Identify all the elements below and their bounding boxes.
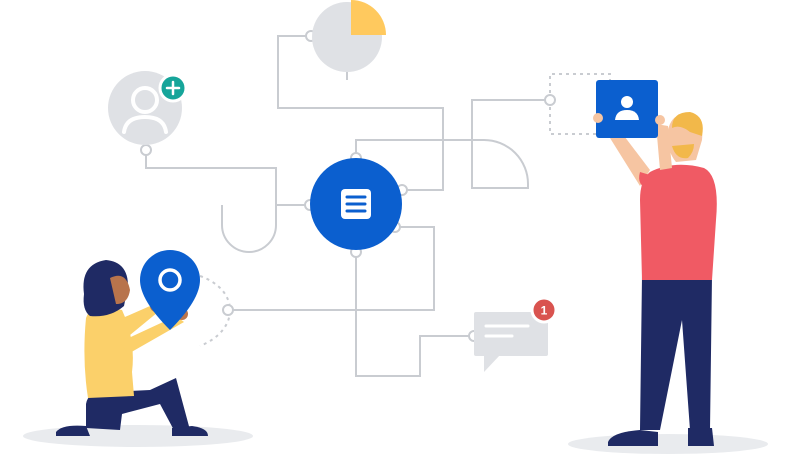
dotted-connectors [199, 73, 611, 347]
pie-chart-icon [312, 0, 386, 72]
connector-lines [145, 35, 550, 377]
plus-icon [158, 73, 188, 103]
man-ground-shadow [568, 434, 768, 454]
man-figure [600, 112, 717, 446]
document-icon [310, 158, 402, 250]
notification-count: 1 [541, 304, 548, 318]
location-pin-icon [140, 250, 200, 330]
woman-figure [56, 260, 208, 436]
user-add-avatar-icon [108, 71, 188, 145]
notification-badge: 1 [530, 296, 558, 324]
chat-bubble-icon [474, 312, 548, 372]
user-card-icon [593, 80, 665, 138]
